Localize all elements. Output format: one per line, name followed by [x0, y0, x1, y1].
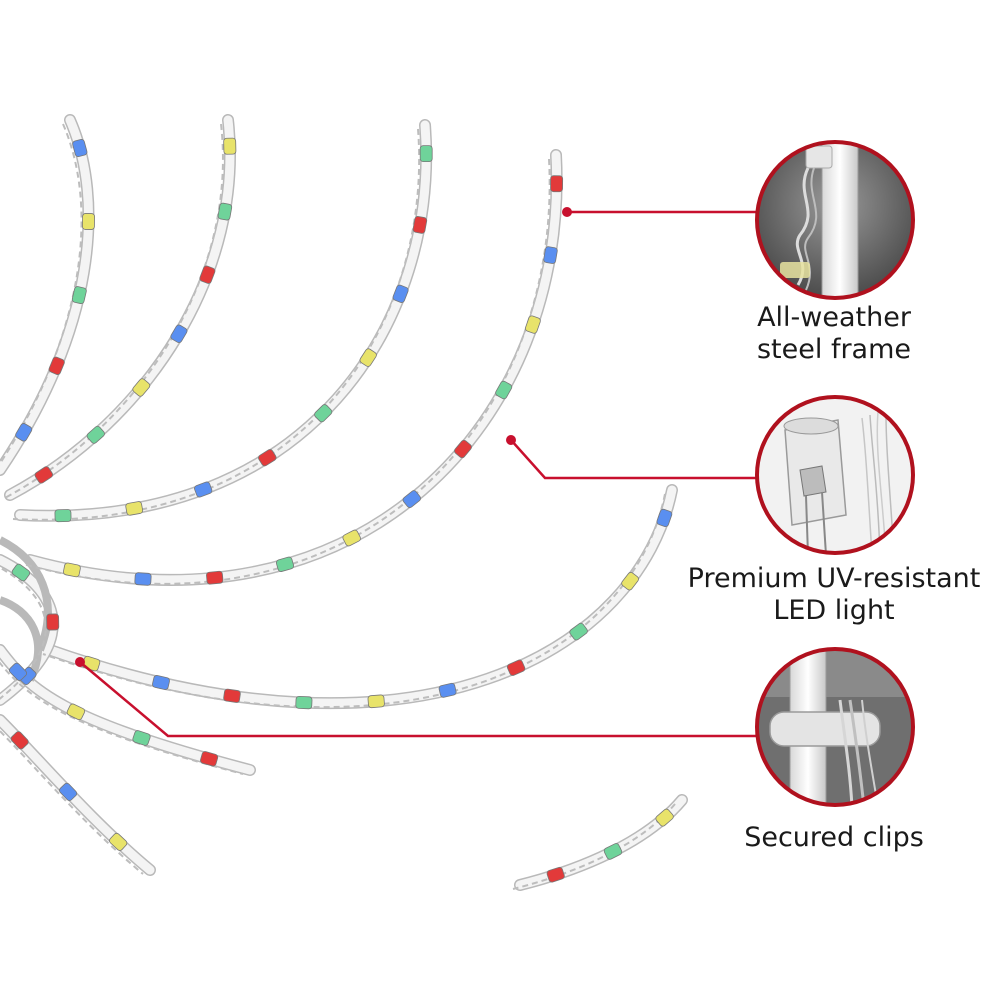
led-bulb [223, 688, 241, 703]
callout-lines [75, 207, 758, 738]
led-bulb [48, 356, 65, 375]
led-bulb [367, 694, 385, 709]
wire-strand [2, 123, 224, 500]
feature-caption-line: All-weather [757, 302, 911, 333]
led-bulb [217, 202, 233, 221]
led-bulb [8, 662, 28, 681]
led-bulb [419, 145, 433, 163]
led-bulb [295, 695, 313, 710]
callout-line-frame [562, 207, 758, 217]
led-bulb [543, 246, 558, 264]
led-bulb [655, 808, 674, 827]
led-bulb [59, 782, 78, 801]
led-bulb [342, 529, 361, 547]
steel-frame-closeup-icon [755, 140, 915, 300]
wire-strands [0, 123, 676, 890]
wire-strand [0, 729, 144, 875]
feature-caption-clips: Secured clips [674, 822, 994, 854]
led-bulb [71, 286, 87, 305]
led-bulb [392, 284, 409, 303]
led-bulb [314, 404, 333, 423]
led-bulb [82, 213, 95, 230]
feature-caption-line: LED light [773, 595, 895, 626]
frame-arc [5, 115, 235, 500]
wire-strand [42, 493, 666, 709]
led-bulb [200, 751, 219, 767]
frame-arc [25, 150, 562, 585]
led-bulb [621, 572, 639, 591]
led-bulb [86, 425, 105, 444]
led-bulb [63, 562, 81, 578]
led-bulb [506, 659, 526, 676]
wire-strand [0, 661, 244, 775]
wire-strand [22, 158, 551, 585]
led-bulb [275, 556, 295, 572]
led-bulb-closeup-icon [755, 395, 915, 555]
wire-strand [0, 123, 83, 466]
led-bulb [546, 866, 565, 883]
feature-caption-led: Premium UV-resistant LED light [674, 563, 994, 627]
led-bulb [72, 138, 88, 158]
led-bulb [125, 501, 144, 516]
led-bulb [109, 832, 128, 851]
led-bulb [152, 675, 170, 690]
wire-strand [12, 128, 421, 521]
led-bulb [194, 481, 213, 498]
led-bulb [34, 466, 54, 484]
frame-arc [0, 645, 255, 775]
callout-line-clips [75, 657, 758, 738]
led-bulb [134, 572, 152, 586]
led-bulb [412, 216, 428, 234]
led-bulb [454, 439, 472, 459]
led-bulb [359, 348, 377, 367]
frame-arc-outline [514, 794, 688, 891]
frame-arcs [0, 114, 688, 891]
led-bulb [525, 315, 541, 334]
led-bulb [550, 175, 564, 193]
led-bulb [10, 731, 29, 750]
led-bulb [656, 508, 673, 528]
led-bulb [495, 380, 513, 400]
frame-arc-outline [44, 484, 678, 710]
led-bulb [132, 730, 151, 746]
feature-caption-line: Premium UV-resistant [687, 563, 981, 594]
led-bulb [569, 622, 588, 641]
led-bulb [15, 423, 33, 442]
feature-caption-line: steel frame [756, 334, 912, 365]
led-bulb [223, 137, 237, 155]
led-bulb [66, 703, 86, 721]
led-bulb [11, 563, 31, 582]
led-bulb [258, 449, 277, 467]
led-bulb [54, 509, 72, 523]
callout-line-led [506, 435, 758, 480]
led-bulb [603, 843, 623, 860]
led-bulb [402, 490, 421, 508]
led-bulb [170, 324, 188, 344]
frame-arc [45, 485, 677, 708]
led-bulb [206, 570, 224, 585]
feature-caption-line: Secured clips [744, 822, 924, 853]
clip-closeup-icon [755, 647, 915, 807]
led-bulb [438, 682, 457, 698]
feature-caption-frame: All-weather steel frame [674, 302, 994, 366]
led-bulb [132, 378, 151, 397]
led-bulb [46, 613, 60, 631]
led-bulbs [8, 137, 674, 883]
led-bulb [199, 265, 216, 284]
wire-strand [0, 566, 47, 700]
